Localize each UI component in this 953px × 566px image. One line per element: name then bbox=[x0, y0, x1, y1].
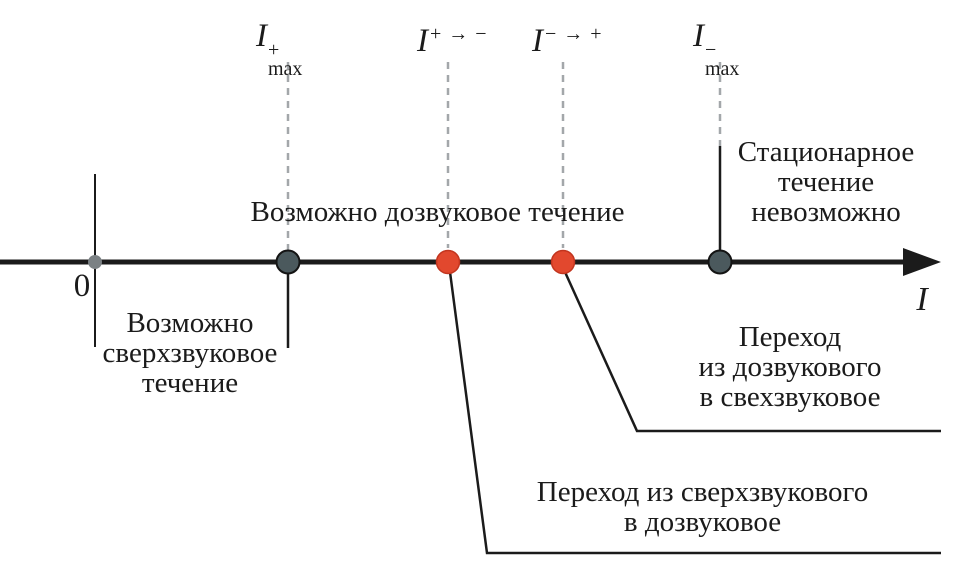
axis-point-label-i-minus-to-plus: I− → + bbox=[532, 24, 603, 58]
math-sub: max bbox=[705, 58, 740, 80]
math-sup: − bbox=[705, 39, 717, 61]
math-base: I bbox=[256, 18, 267, 54]
label-stationary-impossible: Стационарное течение невозможно bbox=[737, 136, 915, 228]
math-base: I bbox=[532, 23, 543, 59]
origin-label: 0 bbox=[73, 268, 91, 304]
math-sup: + → − bbox=[430, 23, 488, 45]
math-base: I bbox=[693, 18, 704, 54]
math-supsub: −max bbox=[705, 39, 740, 80]
math-sup: − → + bbox=[545, 23, 603, 45]
origin-point bbox=[88, 255, 102, 269]
axis-point-label-i-plus-max: I+max bbox=[256, 18, 303, 80]
label-supersonic-region: Возможно сверхзвуковое течение bbox=[102, 307, 278, 399]
math-sup: + bbox=[268, 39, 280, 61]
axis-arrowhead-icon bbox=[903, 248, 941, 276]
math-base: I bbox=[417, 23, 428, 59]
marker-i-minus-to-plus bbox=[550, 249, 576, 275]
axis-point-label-i-plus-to-minus: I+ → − bbox=[417, 24, 488, 58]
axis-label: I bbox=[916, 281, 928, 318]
marker-i-plus-to-minus bbox=[435, 249, 461, 275]
math-supsub: +max bbox=[268, 39, 303, 80]
leader-line-super-to-sub bbox=[448, 271, 941, 555]
marker-i-plus-max bbox=[275, 249, 301, 275]
leader-line-sub-to-super bbox=[563, 271, 941, 433]
marker-i-minus-max bbox=[707, 249, 733, 275]
axis-point-label-i-minus-max: I−max bbox=[693, 18, 740, 80]
label-transition-sub-to-super: Переход из дозвукового в свехзвуковое bbox=[698, 321, 882, 413]
label-transition-super-to-sub: Переход из сверхзвукового в дозвуковое bbox=[536, 476, 869, 538]
label-subsonic-region: Возможно дозвуковое течение bbox=[250, 196, 625, 228]
math-sub: max bbox=[268, 58, 303, 80]
